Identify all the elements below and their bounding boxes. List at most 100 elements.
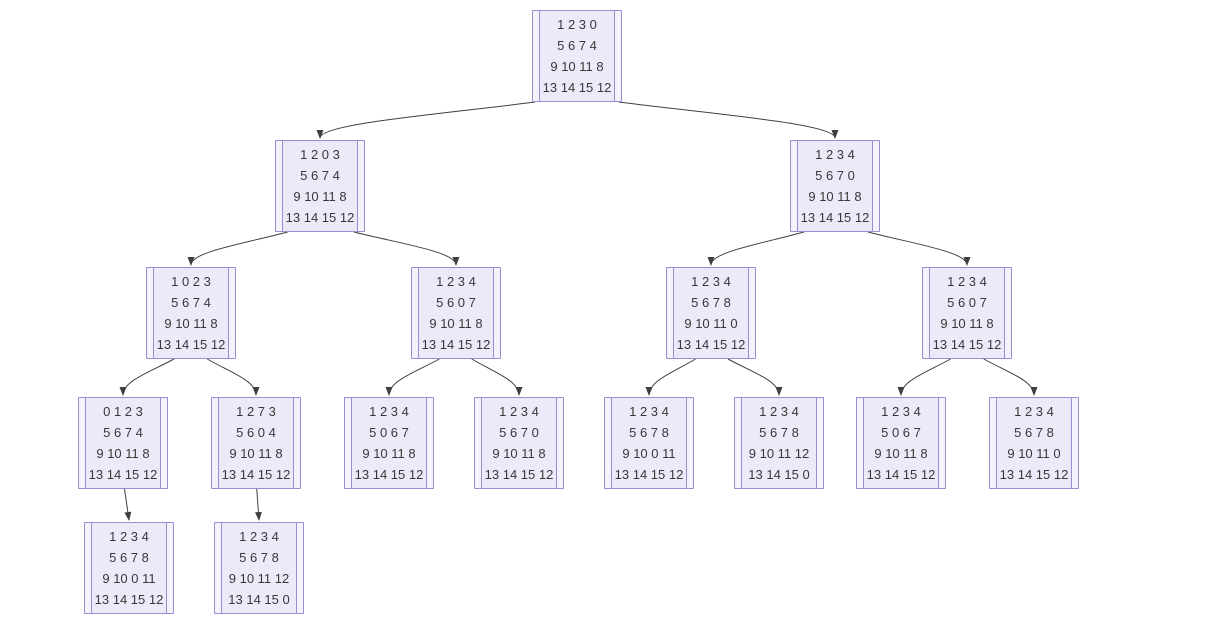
tree-edge <box>119 358 175 396</box>
puzzle-row: 9 10 11 0 <box>684 316 738 331</box>
puzzle-row: 9 10 11 8 <box>362 446 416 461</box>
puzzle-row: 5 6 7 8 <box>629 425 669 440</box>
tree-edge <box>727 358 783 396</box>
puzzle-row: 1 2 0 3 <box>300 147 340 162</box>
puzzle-row: 5 6 7 0 <box>499 425 539 440</box>
puzzle-row: 5 6 7 4 <box>557 38 597 53</box>
puzzle-row: 1 0 2 3 <box>171 274 211 289</box>
puzzle-row: 13 14 15 12 <box>866 467 936 482</box>
puzzle-row: 9 10 11 8 <box>229 446 283 461</box>
puzzle-row: 13 14 15 12 <box>421 337 491 352</box>
puzzle-row: 1 2 3 4 <box>629 404 669 419</box>
puzzle-row: 9 10 0 11 <box>102 571 156 586</box>
tree-edge <box>618 101 839 139</box>
puzzle-state-node: 1 2 3 4 5 6 7 8 9 10 11 0 13 14 15 12 <box>989 397 1079 489</box>
puzzle-grid: 1 2 3 4 5 6 7 8 9 10 0 11 13 14 15 12 <box>92 525 166 611</box>
puzzle-row: 9 10 11 0 <box>1007 446 1061 461</box>
puzzle-row: 1 2 3 0 <box>557 17 597 32</box>
puzzle-row: 13 14 15 0 <box>228 592 290 607</box>
puzzle-row: 1 2 3 4 <box>947 274 987 289</box>
puzzle-row: 13 14 15 12 <box>676 337 746 352</box>
puzzle-row: 0 1 2 3 <box>103 404 143 419</box>
puzzle-state-node: 1 2 3 4 5 6 7 8 9 10 11 0 13 14 15 12 <box>666 267 756 359</box>
puzzle-row: 13 14 15 12 <box>999 467 1069 482</box>
puzzle-row: 1 2 3 4 <box>436 274 476 289</box>
tree-edge <box>707 231 805 266</box>
puzzle-row: 5 6 0 7 <box>947 295 987 310</box>
puzzle-row: 5 6 7 8 <box>239 550 279 565</box>
puzzle-grid: 1 2 3 4 5 6 7 0 9 10 11 8 13 14 15 12 <box>798 143 872 229</box>
puzzle-state-node: 0 1 2 3 5 6 7 4 9 10 11 8 13 14 15 12 <box>78 397 168 489</box>
puzzle-grid: 1 2 3 4 5 0 6 7 9 10 11 8 13 14 15 12 <box>864 400 938 486</box>
tree-edge <box>316 101 536 139</box>
puzzle-row: 13 14 15 12 <box>94 592 164 607</box>
tree-edge <box>124 488 132 521</box>
puzzle-grid: 1 2 3 4 5 0 6 7 9 10 11 8 13 14 15 12 <box>352 400 426 486</box>
puzzle-row: 5 6 7 8 <box>759 425 799 440</box>
tree-edge <box>353 231 460 266</box>
puzzle-row: 5 6 7 4 <box>103 425 143 440</box>
puzzle-row: 9 10 11 8 <box>874 446 928 461</box>
puzzle-row: 1 2 3 4 <box>369 404 409 419</box>
puzzle-row: 13 14 15 12 <box>800 210 870 225</box>
puzzle-row: 5 0 6 7 <box>881 425 921 440</box>
puzzle-row: 1 2 7 3 <box>236 404 276 419</box>
puzzle-grid: 1 2 3 4 5 6 7 8 9 10 11 0 13 14 15 12 <box>997 400 1071 486</box>
puzzle-row: 5 6 7 8 <box>109 550 149 565</box>
puzzle-row: 5 6 0 7 <box>436 295 476 310</box>
puzzle-row: 5 6 0 4 <box>236 425 276 440</box>
puzzle-row: 9 10 11 8 <box>940 316 994 331</box>
tree-edge <box>645 358 696 396</box>
tree-edge <box>867 231 971 266</box>
puzzle-row: 1 2 3 4 <box>759 404 799 419</box>
puzzle-row: 1 2 3 4 <box>1014 404 1054 419</box>
puzzle-state-node: 1 2 3 4 5 0 6 7 9 10 11 8 13 14 15 12 <box>344 397 434 489</box>
tree-edge <box>207 358 260 396</box>
puzzle-grid: 1 2 3 4 5 6 0 7 9 10 11 8 13 14 15 12 <box>930 270 1004 356</box>
puzzle-row: 1 2 3 4 <box>881 404 921 419</box>
puzzle-row: 1 2 3 4 <box>109 529 149 544</box>
tree-edge <box>983 358 1038 396</box>
puzzle-row: 1 2 3 4 <box>815 147 855 162</box>
puzzle-row: 13 14 15 12 <box>932 337 1002 352</box>
puzzle-row: 9 10 11 8 <box>550 59 604 74</box>
puzzle-row: 5 6 7 8 <box>1014 425 1054 440</box>
puzzle-row: 13 14 15 12 <box>354 467 424 482</box>
tree-edge <box>385 358 440 396</box>
puzzle-state-node: 1 2 3 4 5 6 0 7 9 10 11 8 13 14 15 12 <box>922 267 1012 359</box>
tree-edge <box>254 488 262 521</box>
puzzle-grid: 1 2 3 4 5 6 7 8 9 10 11 0 13 14 15 12 <box>674 270 748 356</box>
puzzle-row: 5 6 7 0 <box>815 168 855 183</box>
tree-edge <box>187 231 288 266</box>
puzzle-row: 5 6 7 4 <box>300 168 340 183</box>
puzzle-grid: 0 1 2 3 5 6 7 4 9 10 11 8 13 14 15 12 <box>86 400 160 486</box>
tree-edge <box>897 358 951 396</box>
puzzle-row: 5 0 6 7 <box>369 425 409 440</box>
puzzle-row: 5 6 7 8 <box>691 295 731 310</box>
puzzle-state-node: 1 2 3 4 5 0 6 7 9 10 11 8 13 14 15 12 <box>856 397 946 489</box>
puzzle-row: 13 14 15 12 <box>156 337 226 352</box>
puzzle-row: 13 14 15 12 <box>285 210 355 225</box>
puzzle-row: 9 10 11 8 <box>96 446 150 461</box>
puzzle-row: 13 14 15 12 <box>484 467 554 482</box>
puzzle-row: 9 10 11 8 <box>808 189 862 204</box>
tree-edge <box>471 358 523 396</box>
puzzle-row: 1 2 3 4 <box>691 274 731 289</box>
puzzle-state-node: 1 2 3 4 5 6 7 8 9 10 0 11 13 14 15 12 <box>84 522 174 614</box>
puzzle-row: 13 14 15 12 <box>88 467 158 482</box>
